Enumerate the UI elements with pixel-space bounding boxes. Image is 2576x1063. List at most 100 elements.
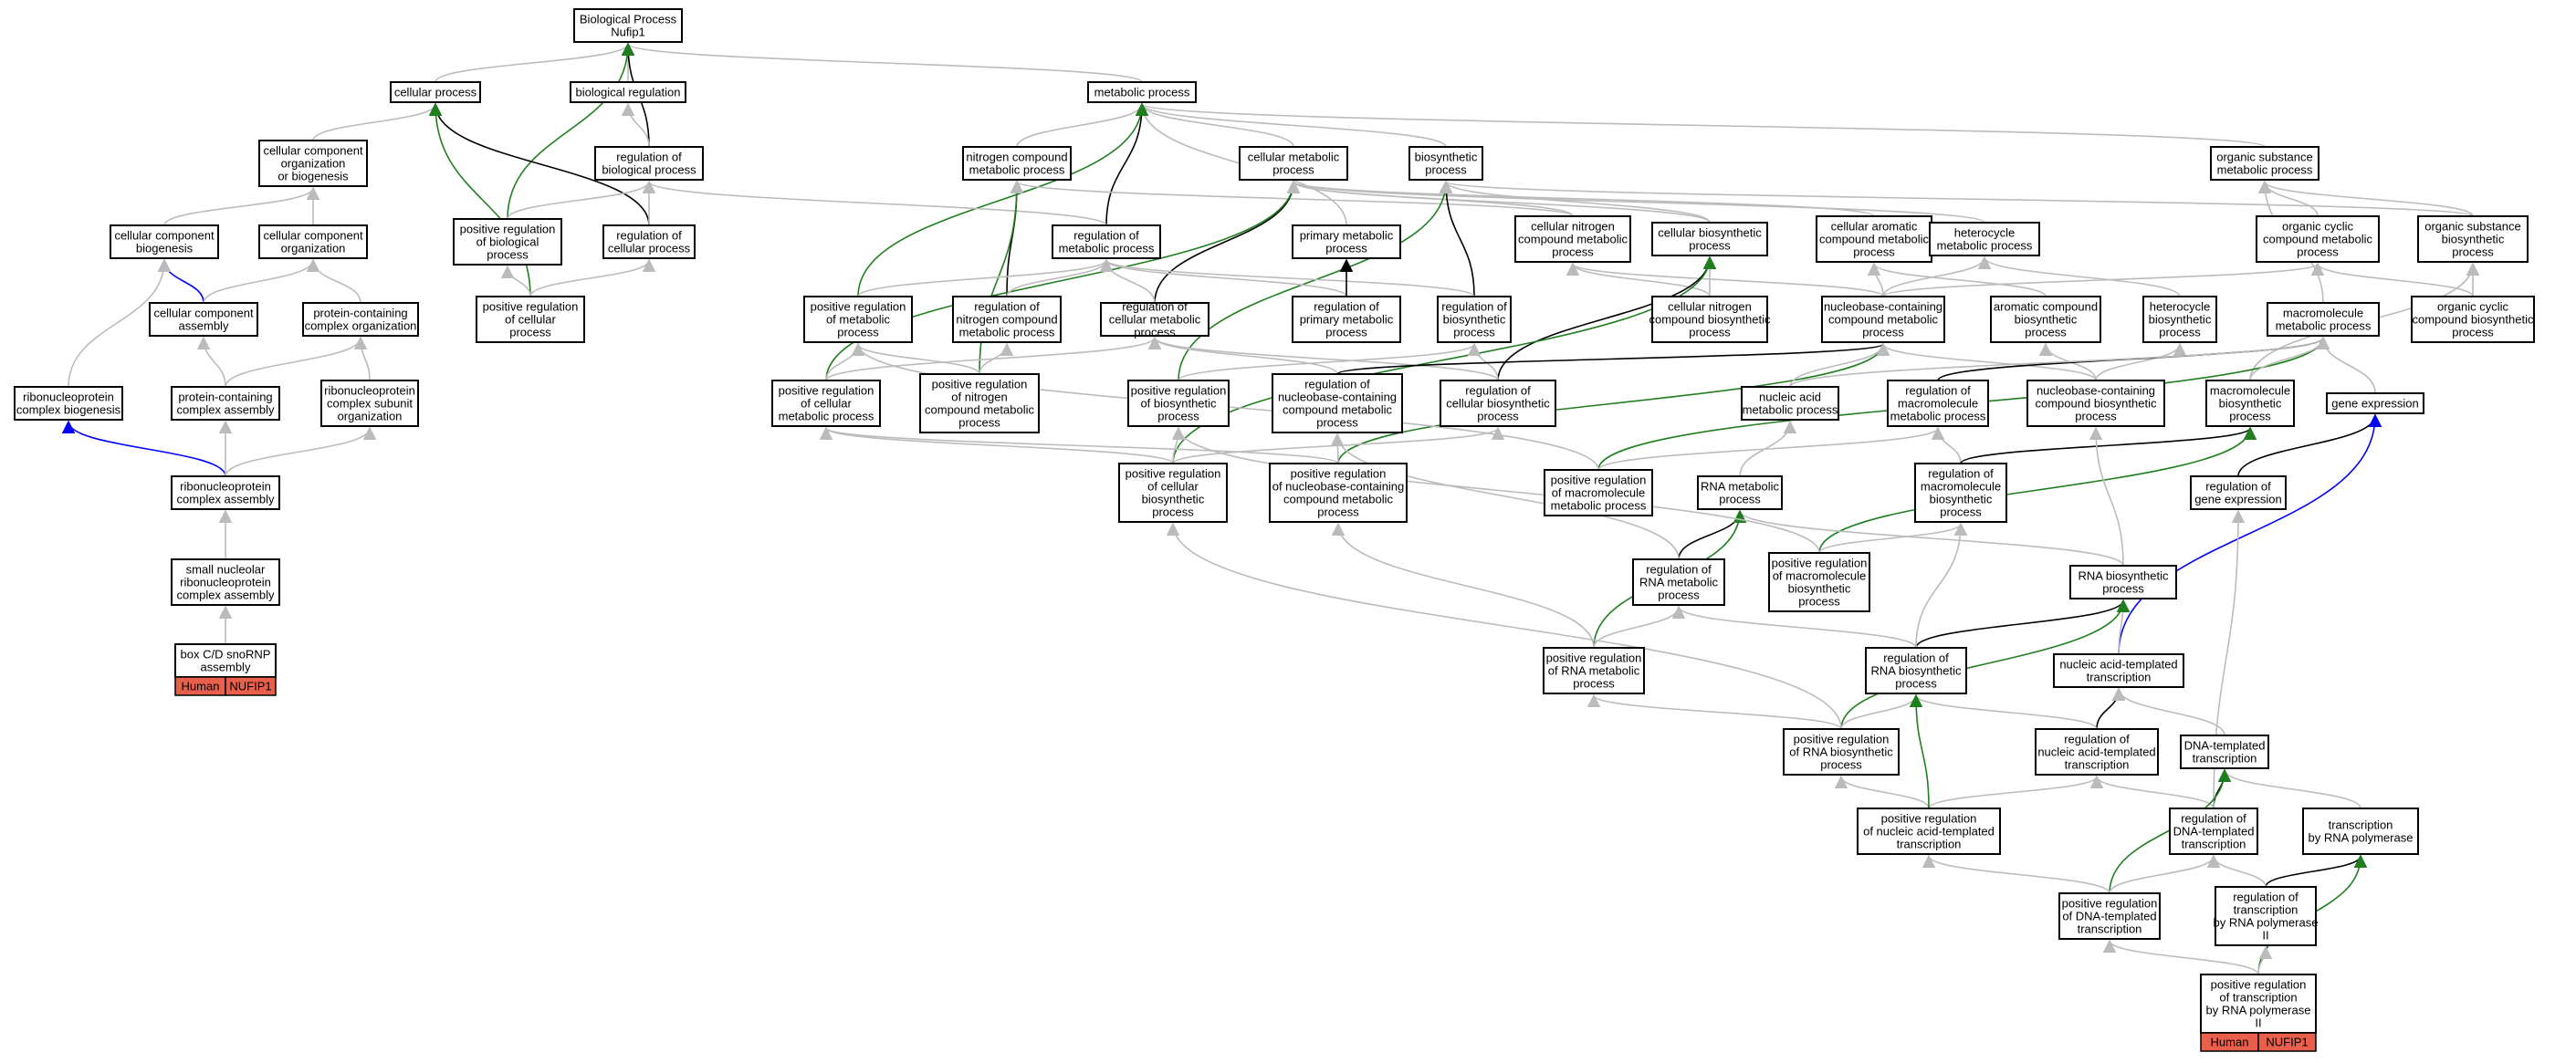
node-label: regulation of bbox=[1122, 300, 1188, 314]
node-box bbox=[1544, 469, 1653, 516]
edge-positively-regulates bbox=[1818, 426, 2257, 554]
node-box bbox=[1127, 380, 1230, 427]
go-term-node-mp[interactable]: metabolic process bbox=[1087, 81, 1197, 103]
node-box bbox=[2190, 475, 2287, 510]
species-tag-label: Human bbox=[2211, 1036, 2249, 1049]
node-box bbox=[1990, 296, 2101, 343]
go-term-node-rnbcmp[interactable]: regulation ofnucleobase-containingcompou… bbox=[1272, 373, 1403, 433]
edge-positively-regulates bbox=[825, 180, 1301, 381]
node-label: metabolic process bbox=[1551, 499, 1647, 513]
node-label: positive regulation bbox=[1772, 557, 1868, 570]
edge-positively-regulates bbox=[857, 102, 1149, 297]
node-label: cellular component bbox=[263, 229, 363, 243]
go-term-node-br[interactable]: biological regulation bbox=[570, 81, 686, 103]
node-box bbox=[1783, 728, 1900, 776]
go-term-node-snrca[interactable]: small nucleolarribonucleoproteincomplex … bbox=[171, 558, 280, 606]
node-label: process bbox=[1820, 758, 1862, 772]
go-term-node-ge[interactable]: gene expression bbox=[2326, 392, 2424, 414]
node-label: by RNA polymerase bbox=[2309, 831, 2414, 845]
node-box bbox=[1437, 296, 1512, 343]
node-label: process bbox=[1552, 245, 1594, 259]
node-label: metabolic process bbox=[1094, 86, 1190, 99]
node-label: regulation of bbox=[616, 229, 682, 243]
node-label: compound biosynthetic bbox=[2036, 397, 2157, 411]
node-box bbox=[1741, 386, 1839, 421]
node-label: cellular component bbox=[263, 144, 363, 158]
node-label: macromolecule bbox=[1921, 480, 2001, 494]
go-term-node-cp[interactable]: cellular process bbox=[390, 81, 481, 103]
node-box bbox=[602, 224, 696, 259]
go-term-node-rmbp[interactable]: regulation ofmacromoleculebiosyntheticpr… bbox=[1914, 463, 2007, 523]
node-label: positive regulation bbox=[1546, 651, 1642, 665]
node-label: protein-containing bbox=[313, 307, 407, 320]
edge-is-a bbox=[621, 102, 650, 148]
